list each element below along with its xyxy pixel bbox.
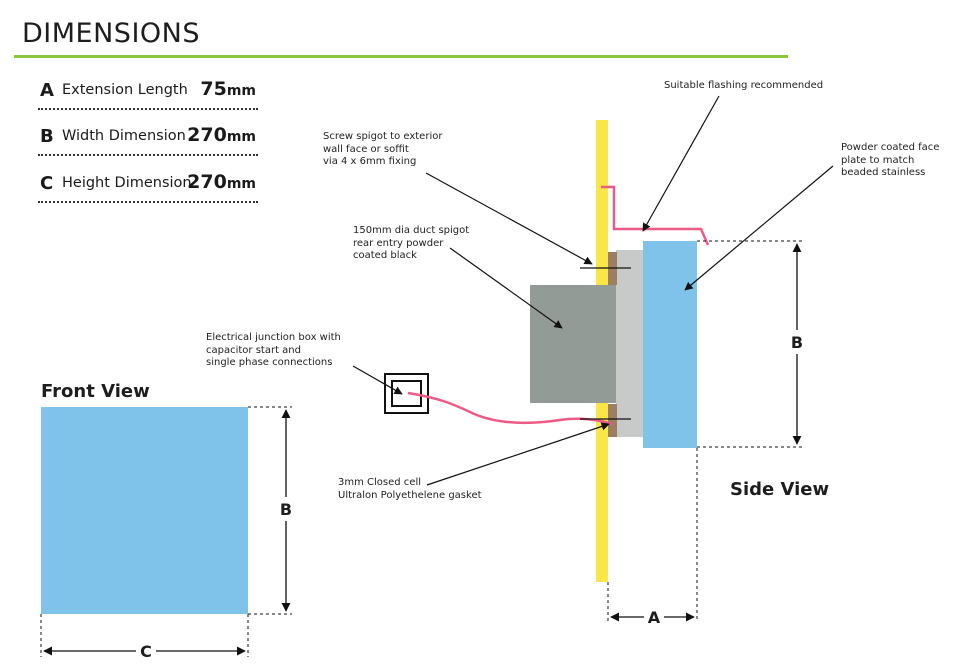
- face-plate: [643, 241, 697, 448]
- spec-letter: B: [40, 126, 54, 147]
- junction-box-outer: [384, 373, 429, 414]
- page-title: DIMENSIONS: [22, 18, 200, 49]
- side-a-label-bg: [644, 606, 664, 628]
- side-b-label-bg: [788, 330, 806, 354]
- front-b-label-bg: [277, 497, 295, 521]
- leader-duct: [449, 247, 563, 329]
- unit-body: [616, 250, 643, 437]
- dotted-divider: [38, 201, 258, 203]
- dotted-divider: [38, 108, 258, 110]
- spec-letter: C: [40, 173, 54, 194]
- side-a-label: A: [648, 608, 661, 627]
- spec-letter: A: [40, 80, 54, 101]
- note-duct-spigot: 150mm dia duct spigot rear entry powder …: [353, 225, 470, 261]
- front-c-label-bg: [136, 640, 156, 662]
- leader-gasket: [426, 422, 610, 486]
- front-c-label: C: [140, 642, 152, 661]
- note-junction-box: Electrical junction box with capacitor s…: [206, 332, 341, 368]
- spec-label: Height Dimension: [62, 175, 192, 191]
- spec-unit: mm: [226, 176, 256, 192]
- spec-number: 270: [187, 171, 227, 193]
- front-view-face: [41, 407, 248, 614]
- leader-junction: [352, 365, 403, 395]
- spec-label: Width Dimension: [62, 128, 186, 144]
- spec-label: Extension Length: [62, 82, 188, 98]
- gasket-bottom: [608, 404, 617, 437]
- front-view-title: Front View: [41, 381, 150, 402]
- spec-value: 75mm: [200, 78, 256, 100]
- note-face-plate: Powder coated face plate to match beaded…: [841, 142, 940, 178]
- note-gasket: 3mm Closed cell Ultralon Polyethelene ga…: [338, 477, 482, 501]
- spec-number: 75: [200, 78, 227, 100]
- dotted-divider: [38, 154, 258, 156]
- front-b-label: B: [280, 500, 292, 519]
- spec-value: 270mm: [187, 171, 256, 193]
- side-view-title: Side View: [730, 479, 830, 500]
- note-flashing: Suitable flashing recommended: [664, 80, 824, 91]
- leader-face-plate: [684, 165, 834, 291]
- side-b-label: B: [791, 333, 803, 352]
- spec-unit: mm: [226, 129, 256, 145]
- note-screw-spigot: Screw spigot to exterior wall face or so…: [323, 131, 443, 167]
- duct-spigot: [530, 285, 616, 403]
- spec-value: 270mm: [187, 124, 256, 146]
- spec-unit: mm: [226, 83, 256, 99]
- title-underline: [14, 55, 788, 58]
- flashing-strip: [601, 185, 710, 246]
- junction-box-inner: [391, 380, 422, 407]
- leader-screw: [425, 172, 593, 265]
- spec-row-width: B Width Dimension 270mm: [38, 124, 258, 156]
- leader-flashing: [642, 95, 720, 232]
- spec-row-height: C Height Dimension 270mm: [38, 171, 258, 203]
- spec-row-extension: A Extension Length 75mm: [38, 78, 258, 110]
- spec-number: 270: [187, 124, 227, 146]
